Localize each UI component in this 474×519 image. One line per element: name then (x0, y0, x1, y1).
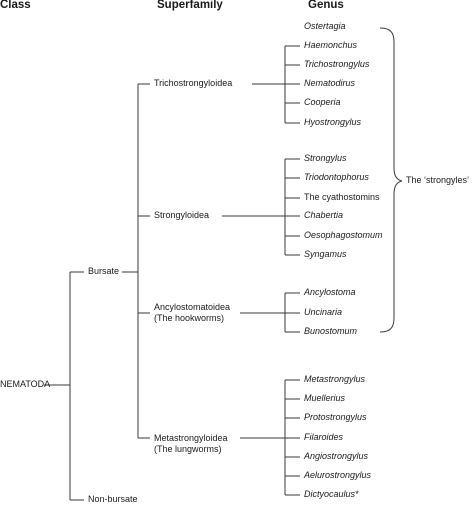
node-trichostrongyloidea: Trichostrongyloidea (154, 78, 233, 88)
genus-item: Strongylus (304, 153, 347, 163)
ancylostomatoidea-common-name: (The hookworms) (154, 313, 225, 323)
genus-item: Uncinaria (304, 307, 343, 317)
genus-item: Cooperia (304, 97, 341, 107)
node-bursate: Bursate (88, 266, 120, 276)
genus-item: Protostrongylus (304, 412, 367, 422)
node-metastrongyloidea: Metastrongyloidea (The lungworms) (154, 433, 228, 455)
genus-item: Triodontophorus (304, 172, 369, 182)
genus-item: Oesophagostomum (304, 230, 383, 240)
genus-item: Aelurostrongylus (304, 470, 372, 480)
node-nematoda: NEMATODA (0, 379, 51, 389)
genus-item: Syngamus (304, 249, 347, 259)
genus-item: Muellerius (304, 393, 346, 403)
genus-item: Ancylostoma (304, 287, 356, 297)
genus-item: Chabertia (304, 210, 344, 220)
genus-item: The cyathostomins (304, 192, 380, 202)
genus-item: Metastrongylus (304, 374, 366, 384)
genus-item: Bunostomum (304, 326, 358, 336)
genus-item: Hyostrongylus (304, 117, 362, 127)
genus-item: Nematodirus (304, 78, 356, 88)
strongyles-group-label: The ‘strongyles’ (406, 175, 470, 185)
genus-item: Haemonchus (304, 40, 358, 50)
header-class: Class (0, 0, 31, 11)
node-strongyloidea: Strongyloidea (154, 210, 210, 220)
node-ancylostomatoidea: Ancylostomatoidea (The hookworms) (154, 302, 230, 324)
node-non-bursate: Non-bursate (88, 494, 138, 504)
header-superfamily: Superfamily (157, 0, 223, 11)
metastrongyloidea-common-name: (The lungworms) (154, 444, 222, 454)
metastrongyloidea-name: Metastrongyloidea (154, 433, 228, 443)
genus-item: Filaroides (304, 432, 344, 442)
genus-item: Dictyocaulus* (304, 489, 359, 499)
genus-item: Ostertagia (304, 21, 346, 31)
genus-item: Angiostrongylus (304, 451, 369, 461)
header-genus: Genus (308, 0, 344, 11)
strongyles-brace (379, 27, 403, 333)
ancylostomatoidea-name: Ancylostomatoidea (154, 302, 231, 312)
genus-item: Trichostrongylus (304, 59, 370, 69)
